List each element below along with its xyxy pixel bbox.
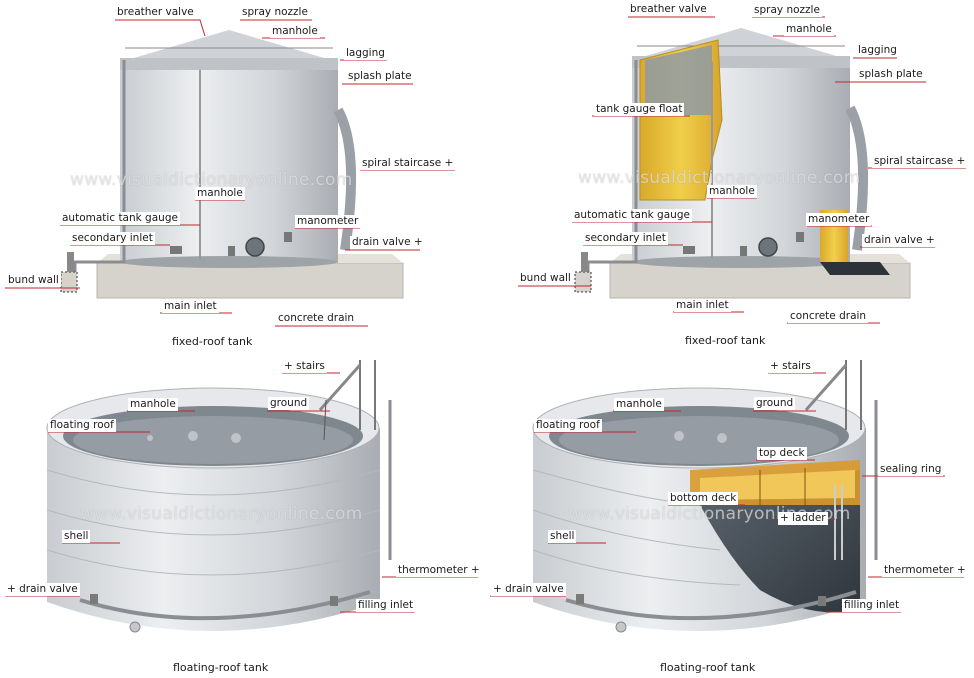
label-manometer: manometer — [295, 215, 361, 228]
label-splash-plate: splash plate — [346, 70, 414, 83]
leader-lines — [5, 16, 966, 613]
label-ground: ground — [754, 397, 796, 410]
label-lagging: lagging — [856, 44, 899, 57]
label-manhole: manhole — [195, 187, 245, 200]
label-ladder: + ladder — [778, 512, 828, 525]
label-manhole: manhole — [128, 398, 178, 411]
label-floating-roof: floating roof — [534, 419, 602, 432]
label-drain-valve: + drain valve — [491, 583, 566, 596]
label-tank-gauge-float: tank gauge float — [594, 103, 685, 116]
label-spray-nozzle: spray nozzle — [752, 4, 822, 17]
label-drain-valve: drain valve + — [862, 234, 937, 247]
label-manhole: manhole — [614, 398, 664, 411]
label-filling-inlet: filling inlet — [356, 599, 416, 612]
label-bund-wall: bund wall — [518, 272, 573, 285]
label-shell: shell — [548, 530, 577, 543]
label-automatic-tank-gauge: automatic tank gauge — [60, 212, 180, 225]
label-secondary-inlet: secondary inlet — [583, 232, 668, 245]
label-ground: ground — [268, 397, 310, 410]
watermark-bottom-left: www.visualdictionaryonline.com — [80, 504, 363, 524]
caption-fixed-roof-left: fixed-roof tank — [172, 335, 253, 348]
label-main-inlet: main inlet — [162, 300, 219, 313]
watermark-top-left: www.visualdictionaryonline.com — [70, 170, 353, 190]
fixed-tank-left — [60, 30, 404, 299]
caption-floating-roof-right: floating-roof tank — [660, 661, 756, 674]
label-manhole: manhole — [707, 185, 757, 198]
label-manhole-top: manhole — [270, 25, 320, 38]
label-secondary-inlet: secondary inlet — [70, 232, 155, 245]
label-concrete-drain: concrete drain — [276, 312, 357, 325]
label-filling-inlet: filling inlet — [842, 599, 902, 612]
label-floating-roof: floating roof — [48, 419, 116, 432]
label-stairs: + stairs — [768, 360, 813, 373]
label-breather-valve: breather valve — [628, 3, 709, 16]
label-shell: shell — [62, 530, 91, 543]
label-main-inlet: main inlet — [674, 299, 731, 312]
label-drain-valve: + drain valve — [5, 583, 80, 596]
label-automatic-tank-gauge: automatic tank gauge — [572, 209, 692, 222]
watermark-top-right: www.visualdictionaryonline.com — [578, 168, 861, 188]
label-stairs: + stairs — [282, 360, 327, 373]
label-thermometer: thermometer + — [882, 564, 968, 577]
caption-fixed-roof-right: fixed-roof tank — [685, 334, 766, 347]
label-spray-nozzle: spray nozzle — [240, 6, 310, 19]
label-bottom-deck: bottom deck — [668, 492, 739, 505]
label-splash-plate: splash plate — [857, 68, 925, 81]
label-breather-valve: breather valve — [115, 6, 196, 19]
label-top-deck: top deck — [757, 447, 807, 460]
label-spiral-staircase: spiral staircase + — [360, 157, 456, 170]
label-manhole-top: manhole — [784, 23, 834, 36]
fixed-tank-right — [574, 28, 911, 299]
label-bund-wall: bund wall — [6, 274, 61, 287]
caption-floating-roof-left: floating-roof tank — [173, 661, 269, 674]
label-thermometer: thermometer + — [396, 564, 482, 577]
label-manometer: manometer — [806, 213, 872, 226]
label-drain-valve: drain valve + — [350, 236, 425, 249]
label-lagging: lagging — [344, 47, 387, 60]
label-spiral-staircase: spiral staircase + — [872, 155, 968, 168]
label-concrete-drain: concrete drain — [788, 310, 869, 323]
label-sealing-ring: sealing ring — [878, 463, 944, 476]
floating-tank-left — [46, 360, 392, 633]
